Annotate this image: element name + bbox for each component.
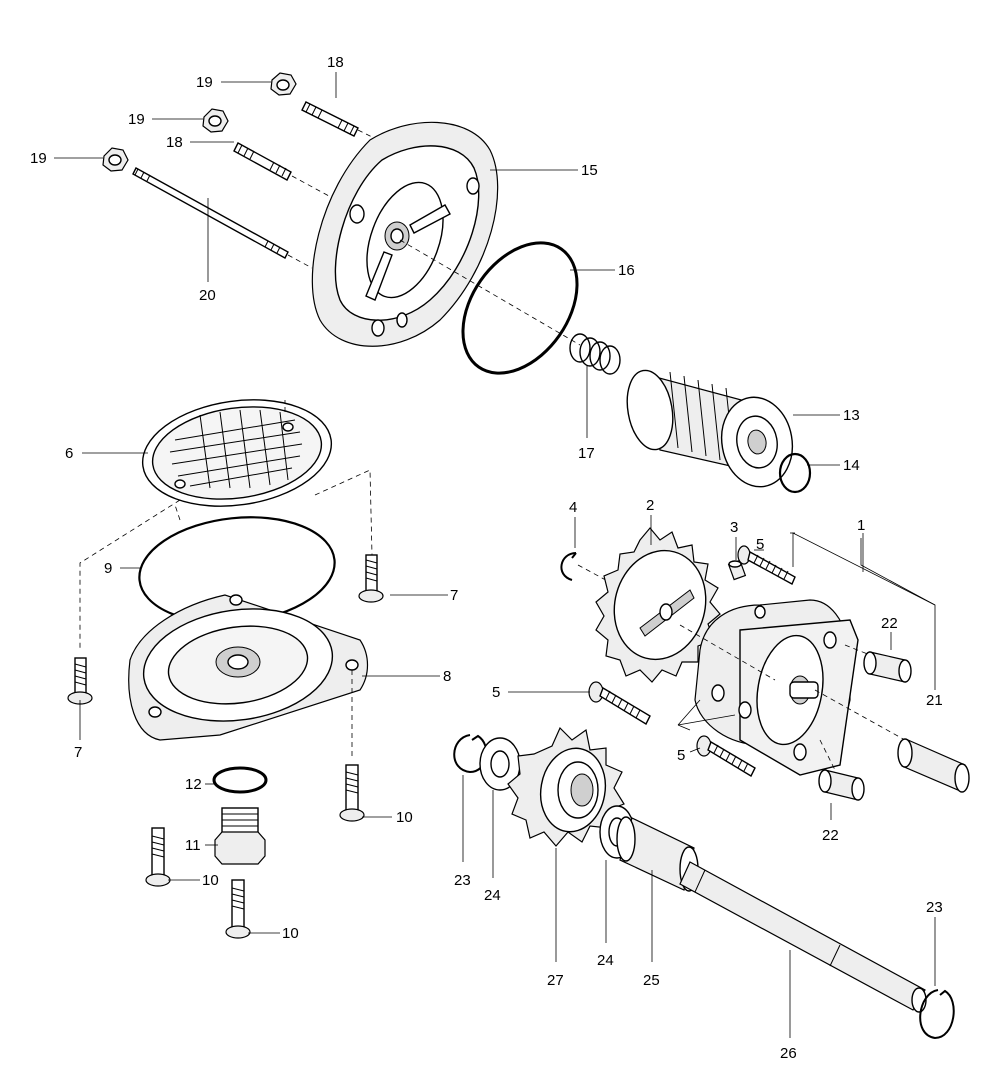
callout-26: 26 — [780, 1045, 797, 1062]
bolt-10-right — [339, 764, 365, 822]
callout-9: 9 — [104, 560, 112, 577]
callout-3: 3 — [730, 519, 738, 536]
driven-gear-27 — [507, 726, 625, 847]
callout-24-right: 24 — [597, 952, 614, 969]
callout-20: 20 — [199, 287, 216, 304]
callout-17: 17 — [578, 445, 595, 462]
strainer-cover-8 — [128, 594, 369, 741]
callout-15: 15 — [581, 162, 598, 179]
callout-11: 11 — [185, 837, 201, 854]
screw-5-bottom — [696, 735, 756, 777]
callout-5-top: 5 — [756, 536, 764, 553]
washer-12 — [212, 766, 268, 794]
callout-19-top: 19 — [196, 74, 213, 91]
stud-18-bottom — [233, 142, 292, 181]
spring-17 — [399, 239, 621, 375]
long-stud-20 — [132, 167, 289, 259]
o-ring-14 — [778, 452, 812, 494]
bolt-7-left — [67, 657, 93, 705]
dowel-pin-3 — [727, 559, 747, 581]
shaft-assembly — [453, 726, 955, 1040]
leader-lines — [54, 72, 936, 1038]
washer-24-left — [479, 737, 521, 791]
callout-22-top: 22 — [881, 615, 898, 632]
callout-10-bottom: 10 — [282, 925, 299, 942]
drive-gear-2 — [595, 527, 721, 683]
callout-18-bottom: 18 — [166, 134, 183, 151]
bolt-10-left — [145, 827, 171, 887]
bolt-10-bottom — [225, 879, 251, 939]
callout-7-left: 7 — [74, 744, 82, 761]
callout-27: 27 — [547, 972, 564, 989]
callout-6: 6 — [65, 445, 73, 462]
callout-22-bottom: 22 — [822, 827, 839, 844]
callout-5-middle: 5 — [492, 684, 500, 701]
strainer-assembly — [67, 399, 384, 939]
callout-7-right: 7 — [450, 587, 458, 604]
sleeve-21 — [897, 738, 970, 793]
circlip-23-left — [453, 734, 488, 774]
callout-19-middle: 19 — [128, 111, 145, 128]
pump-assembly — [560, 527, 970, 801]
bolt-7-right — [358, 554, 384, 603]
callout-12: 12 — [185, 776, 202, 793]
nut-19-bottom — [102, 147, 129, 172]
filter-cover-15 — [311, 121, 499, 347]
callout-24-left: 24 — [484, 887, 501, 904]
pump-body-1 — [694, 599, 859, 776]
callout-2: 2 — [646, 497, 654, 514]
callout-10-left: 10 — [202, 872, 219, 889]
screw-5-top — [737, 545, 796, 585]
callout-23-left: 23 — [454, 872, 471, 889]
stud-18-top — [301, 101, 359, 137]
nut-19-middle — [202, 108, 229, 133]
callout-25: 25 — [643, 972, 660, 989]
callout-4: 4 — [569, 499, 577, 516]
pump-shaft-26 — [679, 861, 927, 1013]
o-ring-16 — [461, 241, 579, 375]
sleeve-22-bottom — [818, 769, 865, 801]
cover-assembly — [102, 72, 812, 494]
sleeve-22-top — [863, 651, 912, 683]
callout-23-right: 23 — [926, 899, 943, 916]
callout-19-left: 19 — [30, 150, 47, 167]
callout-18-top: 18 — [327, 54, 344, 71]
callout-13: 13 — [843, 407, 860, 424]
callout-labels: 1 2 3 4 5 5 5 6 7 7 8 9 10 10 10 11 12 1… — [30, 54, 943, 1062]
bushing-25 — [616, 816, 699, 892]
nut-19-top — [270, 72, 297, 96]
callout-10-right: 10 — [396, 809, 413, 826]
strainer-screen-6 — [141, 399, 333, 507]
drain-plug-11 — [214, 807, 266, 865]
callout-21: 21 — [926, 692, 943, 709]
circlip-4 — [560, 552, 577, 581]
oil-filter-13 — [626, 369, 794, 488]
screw-5-middle — [588, 681, 651, 725]
circlip-23-right — [919, 989, 955, 1040]
callout-8: 8 — [443, 668, 451, 685]
callout-16: 16 — [618, 262, 635, 279]
callout-14: 14 — [843, 457, 860, 474]
callout-5-bottom: 5 — [677, 747, 685, 764]
callout-1: 1 — [857, 517, 865, 534]
